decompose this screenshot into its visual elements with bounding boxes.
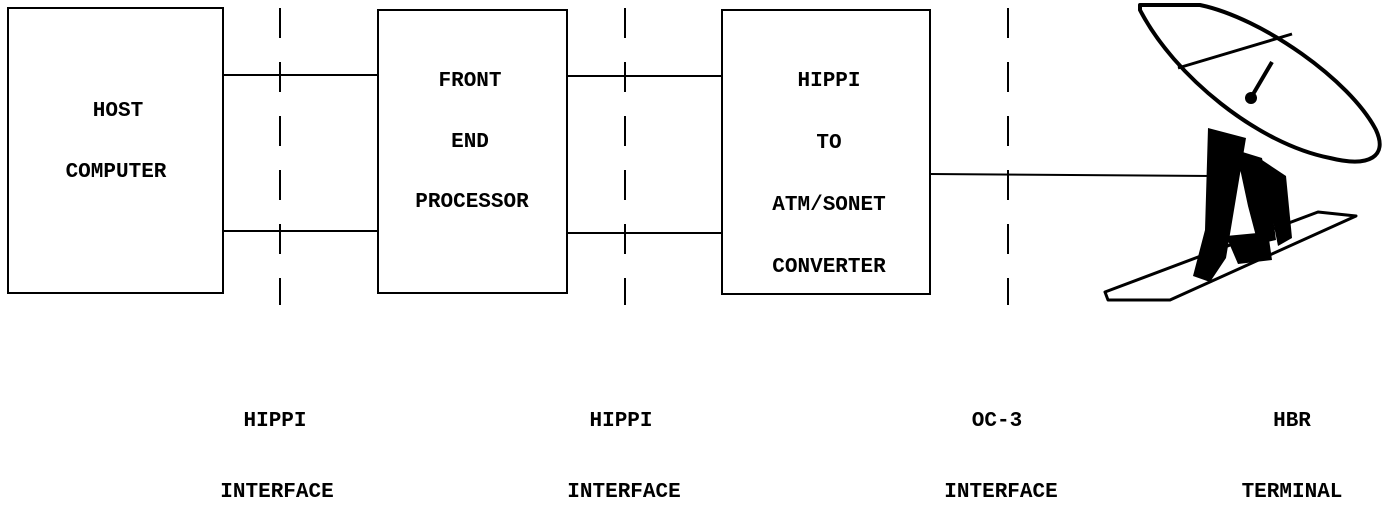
host-computer-label-1: HOST [93, 100, 143, 123]
front-end-processor-label-1: FRONT [438, 70, 501, 93]
converter-label-3: ATM/SONET [772, 194, 885, 217]
host-computer-block: HOST COMPUTER [7, 7, 224, 294]
converter-label-4: CONVERTER [772, 256, 886, 279]
front-end-processor-label-2: END [451, 131, 489, 154]
satellite-dish-icon [1103, 3, 1382, 302]
converter-terminal-link [929, 173, 1213, 177]
hippi-interface-1-label-2: INTERFACE [220, 481, 333, 504]
hippi-interface-2-label-1: HIPPI [589, 410, 652, 433]
host-computer-label-2: COMPUTER [66, 161, 167, 184]
oc3-interface-label-2: INTERFACE [944, 481, 1057, 504]
hippi-atm-converter-block: HIPPI TO ATM/SONET CONVERTER [721, 9, 931, 295]
hippi-interface-1-label-1: HIPPI [243, 410, 306, 433]
hippi-interface-2-label-2: INTERFACE [567, 481, 680, 504]
oc3-interface-label-1: OC-3 [972, 410, 1022, 433]
hbr-terminal-label-1: HBR [1273, 410, 1311, 433]
converter-label-1: HIPPI [797, 70, 860, 93]
hbr-terminal-label-2: TERMINAL [1242, 481, 1343, 504]
converter-label-2: TO [816, 132, 841, 155]
front-end-processor-label-3: PROCESSOR [415, 191, 529, 214]
front-end-processor-block: FRONT END PROCESSOR [377, 9, 568, 294]
